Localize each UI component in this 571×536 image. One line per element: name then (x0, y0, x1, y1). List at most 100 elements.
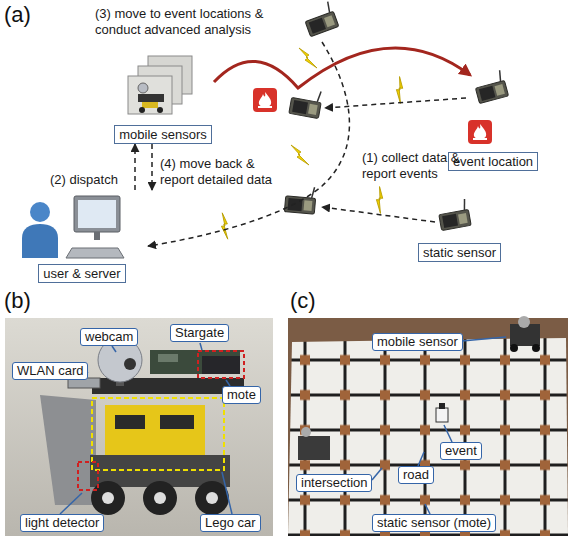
user-icon (66, 248, 124, 258)
testbed-photo (439, 403, 445, 409)
robot-photo (78, 462, 98, 490)
event-icons (468, 120, 492, 144)
part-callout: webcam (80, 328, 138, 346)
leader-lines (222, 472, 232, 514)
robot-photo (206, 492, 218, 504)
mobile-sensor-photos (138, 83, 148, 93)
testbed-photo (518, 316, 530, 328)
part-callout: WLAN card (12, 362, 88, 380)
step-label: (1) collect data & report events (362, 150, 484, 182)
mobile-sensor-photos (138, 94, 164, 102)
sensor-motes (437, 199, 471, 231)
part-callout: Stargate (170, 324, 229, 342)
leader-lines (418, 452, 424, 466)
wireless-bolts (291, 145, 309, 165)
label-text: mote (227, 387, 256, 402)
leader-lines (462, 337, 506, 341)
static-sensor-box: static sensor (418, 243, 501, 262)
label-text: WLAN card (17, 363, 83, 378)
sensor-motes (289, 87, 323, 119)
user-icon (78, 200, 116, 228)
dispatch-arrow (134, 144, 136, 190)
testbed-photo (288, 316, 568, 536)
testbed-photo (288, 318, 568, 536)
testbed-photo (298, 436, 330, 460)
leader-lines (425, 504, 430, 514)
relay-lines (325, 98, 466, 108)
event-icons (253, 88, 277, 112)
panel-letter: (a) (4, 2, 31, 28)
sensor-motes (301, 1, 338, 37)
testbed-callout: event (440, 442, 482, 460)
robot-photo (5, 318, 273, 536)
mobile-sensor-photos (157, 107, 163, 113)
leader-lines (372, 468, 382, 480)
wireless-bolts (387, 77, 414, 104)
sensor-motes (284, 1, 508, 230)
label-text: light detector (25, 515, 99, 530)
label-text: Lego car (205, 515, 256, 530)
mobile-sensor-photos (128, 56, 192, 114)
robot-photo (158, 354, 178, 362)
leader-lines (200, 343, 202, 350)
relay-lines (148, 42, 466, 246)
label-text: Stargate (175, 325, 224, 340)
robot-photo (198, 351, 244, 378)
mobile-sensors-node: mobile sensors (112, 52, 214, 144)
node-label: mobile sensors (114, 125, 211, 144)
label-text: webcam (85, 329, 133, 344)
wireless-bolts (212, 213, 238, 239)
user-icon (30, 202, 50, 222)
testbed-photo (532, 344, 540, 352)
panel-letter: (c) (290, 288, 316, 314)
label-text: event (445, 443, 477, 458)
label-text: intersection (301, 475, 367, 490)
user-icon (74, 196, 120, 232)
robot-photo (105, 405, 205, 457)
edge-label: (4) move back & report detailed data (160, 156, 290, 188)
robot-photo (102, 492, 114, 504)
user-icon (94, 232, 100, 240)
report-arrow (151, 144, 153, 190)
part-callout: light detector (20, 514, 104, 532)
user-icon (22, 196, 124, 258)
wireless-bolts (299, 48, 317, 68)
wireless-bolts (367, 187, 394, 214)
part-callout: Lego car (200, 514, 261, 532)
user-server-node: user & server (18, 190, 146, 283)
robot-photo (5, 318, 273, 536)
mobile-sensor-photos (142, 102, 158, 108)
robot-photo (115, 415, 145, 429)
testbed-photo (436, 408, 448, 422)
label-text: road (403, 467, 429, 482)
robot-photo (91, 481, 125, 515)
testbed-callout: road (398, 466, 434, 484)
panel-letter: (b) (4, 288, 31, 314)
mobile-sensor-photos (139, 107, 145, 113)
edge-label: (3) move to event locations & conduct ad… (95, 6, 295, 38)
edge-label: (2) dispatch (50, 172, 132, 188)
leader-lines (372, 337, 506, 514)
testbed-photo (510, 344, 518, 352)
robot-photo (124, 358, 136, 370)
user-icon (22, 224, 58, 258)
robot-photo (195, 481, 229, 515)
mobile-sensor-photos (128, 76, 172, 114)
leader-lines (112, 346, 116, 352)
robot-photo (143, 481, 177, 515)
part-callout: mote (222, 386, 261, 404)
robot-photo (92, 398, 224, 470)
testbed-photo (288, 338, 568, 536)
testbed-callout: intersection (296, 474, 372, 492)
robot-photo (40, 395, 96, 505)
sensor-motes (473, 70, 509, 104)
relay-lines (322, 207, 435, 222)
label-text: mobile sensor (377, 334, 458, 349)
label-text: static sensor (mote) (377, 515, 491, 530)
testbed-callout: mobile sensor (372, 333, 463, 351)
move-arrow (214, 48, 470, 88)
label-text: static sensor (423, 245, 496, 260)
robot-photo (160, 415, 194, 429)
node-label: event location (448, 152, 538, 171)
